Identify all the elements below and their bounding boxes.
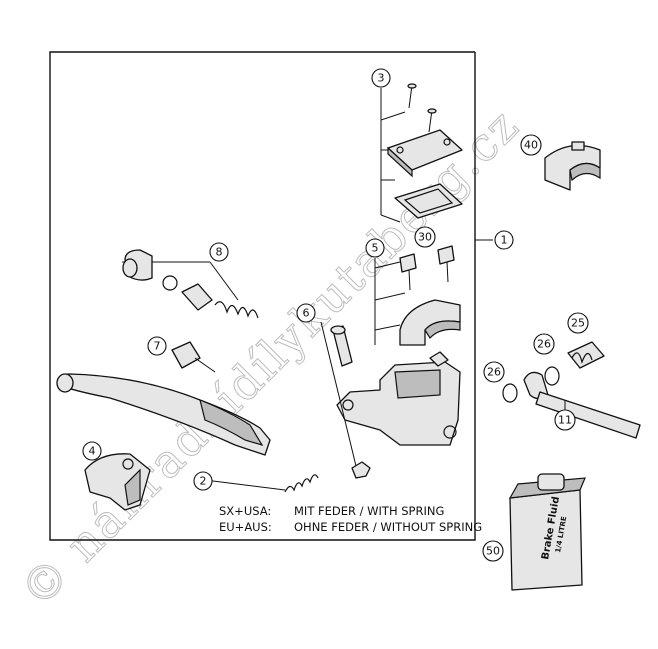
svg-text:4: 4 xyxy=(89,445,96,458)
callout-26-left: 26 xyxy=(483,361,505,383)
callout-7: 7 xyxy=(147,336,167,356)
brake-line-assembly xyxy=(502,341,641,439)
screw-pair xyxy=(407,83,437,133)
note-line-2-prefix: EU+AUS: xyxy=(219,520,272,534)
leader-5 xyxy=(374,258,406,345)
svg-text:7: 7 xyxy=(154,340,161,353)
svg-text:26: 26 xyxy=(537,338,551,351)
svg-text:50: 50 xyxy=(486,545,500,558)
callout-40: 40 xyxy=(520,134,542,156)
callout-8: 8 xyxy=(209,242,229,262)
callout-3: 3 xyxy=(371,68,391,88)
handlebar-clamp-40 xyxy=(544,141,601,191)
lever-guard xyxy=(84,453,151,511)
svg-text:11: 11 xyxy=(558,414,572,427)
master-cylinder-body xyxy=(336,351,461,446)
callout-25: 25 xyxy=(567,312,589,334)
piston-kit xyxy=(122,249,259,319)
callout-2: 2 xyxy=(193,471,213,491)
lever-spring xyxy=(204,474,319,493)
bolt-pair-30 xyxy=(399,245,455,291)
callout-30: 30 xyxy=(414,226,436,248)
pivot-adjuster xyxy=(171,341,216,373)
note-line-1-prefix: SX+USA: xyxy=(219,504,271,518)
svg-text:6: 6 xyxy=(303,307,310,320)
svg-text:8: 8 xyxy=(216,246,223,259)
svg-text:1: 1 xyxy=(501,234,508,247)
callout-26-right: 26 xyxy=(533,333,555,355)
svg-text:2: 2 xyxy=(200,475,207,488)
callout-6: 6 xyxy=(296,303,316,323)
callout-11: 11 xyxy=(554,409,576,431)
adjuster-screw xyxy=(320,321,371,479)
brake-fluid-bottle: Brake Fluid 1/4 LITRE xyxy=(508,473,586,591)
svg-text:5: 5 xyxy=(372,242,379,255)
callout-5: 5 xyxy=(365,238,385,258)
svg-text:25: 25 xyxy=(571,317,585,330)
brake-lever xyxy=(56,373,271,456)
note-line-1-text: MIT FEDER / WITH SPRING xyxy=(294,504,444,518)
reservoir-cover xyxy=(387,129,463,178)
svg-text:26: 26 xyxy=(487,366,501,379)
clamp-half xyxy=(399,299,461,346)
note-line-2-text: OHNE FEDER / WITHOUT SPRING xyxy=(294,520,482,534)
svg-text:30: 30 xyxy=(418,231,432,244)
callout-4: 4 xyxy=(82,441,102,461)
diaphragm xyxy=(394,183,463,219)
svg-text:3: 3 xyxy=(378,72,385,85)
leader-3 xyxy=(380,88,406,223)
svg-text:40: 40 xyxy=(524,139,538,152)
callout-50: 50 xyxy=(482,540,504,562)
assembly-frame xyxy=(49,51,476,541)
callout-1: 1 xyxy=(494,230,514,250)
